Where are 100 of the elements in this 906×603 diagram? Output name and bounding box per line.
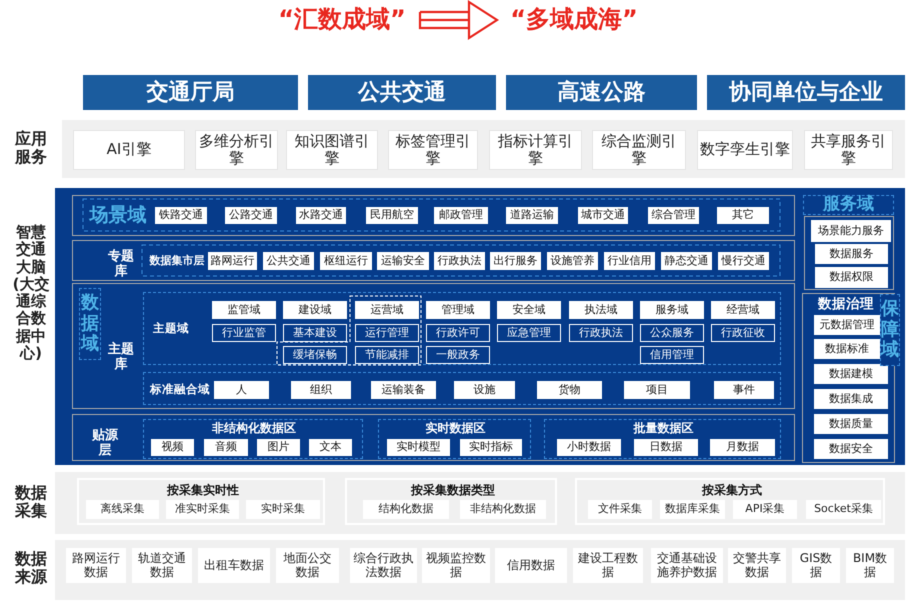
zone-panel — [72, 283, 795, 409]
engine-card: 综合监测引擎 — [592, 130, 686, 170]
domain-tag: 小时数据 — [557, 439, 621, 456]
domain-tag: 民用航空 — [366, 207, 418, 224]
domain-tag: 服务域 — [640, 301, 704, 319]
method-tag: 数据库采集 — [660, 500, 725, 519]
domain-tag: 管理域 — [426, 301, 490, 319]
section-label: 数据集市层 — [148, 252, 206, 269]
domain-tag: 监管域 — [212, 301, 276, 319]
section-label: 批量数据区 — [632, 421, 694, 437]
source-card: 视频监控数据 — [422, 548, 490, 583]
layer-label: 应用服务 — [14, 128, 48, 168]
domain-tag: 数据安全 — [814, 439, 888, 459]
domain-tag: 文本 — [309, 439, 352, 456]
domain-tag: 经营域 — [711, 301, 775, 319]
section-label: 保障域 — [880, 294, 900, 366]
layer-label: 智慧交通大脑(大交通综合数据中心) — [12, 222, 50, 364]
subject-tag: 信用管理 — [640, 346, 704, 364]
domain-tag: 其它 — [717, 207, 769, 224]
section-label: 场景域 — [88, 204, 148, 228]
category-header: 交通厅局 — [83, 75, 298, 110]
domain-tag: 运输安全 — [377, 252, 429, 270]
domain-tag: 货物 — [537, 381, 602, 399]
dashed-zone — [378, 419, 531, 459]
source-card: 地面公交数据 — [276, 548, 339, 583]
domain-tag: 音频 — [204, 439, 248, 456]
section-label: 贴源层 — [91, 428, 120, 460]
domain-tag: 视频 — [151, 439, 194, 456]
engine-card: 知识图谱引擎 — [286, 130, 378, 170]
source-card: 轨道交通数据 — [132, 548, 192, 583]
domain-tag: 数据权限 — [815, 267, 888, 288]
domain-tag: 数据集成 — [814, 389, 888, 409]
section-label: 实时数据区 — [424, 421, 486, 437]
domain-tag: 项目 — [624, 381, 690, 399]
source-card: 交通基础设施养护数据 — [651, 548, 723, 583]
subject-tag: 行业监管 — [212, 324, 276, 342]
domain-tag: 综合管理 — [648, 207, 699, 224]
subject-tag: 公众服务 — [640, 324, 704, 342]
hollow-arrow — [418, 0, 498, 40]
subject-tag: 一般政务 — [426, 346, 490, 364]
domain-tag: 元数据管理 — [814, 315, 880, 335]
method-tag: 结构化数据 — [363, 500, 449, 519]
domain-tag: 实时指标 — [460, 439, 522, 456]
domain-tag: 设施管养 — [547, 252, 598, 270]
source-card: BIM数据 — [846, 548, 894, 583]
domain-tag: 人 — [214, 381, 269, 399]
section-label: 按采集实时性 — [166, 482, 240, 500]
method-tag: 实时采集 — [246, 500, 320, 519]
source-card: 路网运行数据 — [66, 548, 126, 583]
domain-tag: 实时模型 — [387, 439, 450, 456]
dashed-zone — [143, 372, 781, 405]
domain-tag: 场景能力服务 — [811, 220, 891, 242]
domain-tag: 建设域 — [283, 301, 347, 319]
layer-label: 数据采集 — [14, 482, 48, 522]
domain-tag: 行业信用 — [604, 252, 655, 270]
method-tag: 非结构化数据 — [460, 500, 546, 519]
domain-tag: 数据建模 — [814, 364, 888, 384]
subject-tag: 应急管理 — [497, 324, 561, 342]
section-label: 数据域 — [79, 288, 101, 360]
subject-tag: 节能减排 — [355, 346, 419, 364]
source-card: 交警共享数据 — [728, 548, 786, 583]
section-label: 数据治理 — [816, 296, 875, 314]
domain-tag: 静态交通 — [661, 252, 712, 270]
dashed-zone — [143, 292, 781, 365]
domain-tag: 运营域 — [355, 301, 419, 319]
domain-tag: 城市交通 — [578, 207, 628, 224]
domain-tag: 行政执法 — [434, 252, 485, 270]
source-card: 建设工程数据 — [573, 548, 643, 583]
section-label: 标准融合域 — [148, 381, 211, 398]
zone-panel — [72, 414, 795, 461]
domain-tag: 铁路交通 — [155, 207, 207, 224]
slogan-text: “汇数成域” — [264, 0, 420, 40]
domain-tag: 图片 — [257, 439, 300, 456]
section-label: 服务域 — [803, 195, 894, 215]
subject-tag: 运行管理 — [355, 324, 419, 342]
domain-tag: 组织 — [291, 381, 351, 399]
domain-tag: 日数据 — [634, 439, 698, 456]
subject-tag: 缓堵保畅 — [283, 346, 347, 364]
engine-card: 数字孪生引擎 — [697, 130, 793, 170]
engine-card: 指标计算引擎 — [489, 130, 582, 170]
domain-tag: 设施 — [454, 381, 515, 399]
section-label: 非结构化数据区 — [211, 421, 297, 437]
method-tag: 文件采集 — [588, 500, 652, 519]
section-label: 主题域 — [152, 320, 190, 338]
domain-tag: 数据服务 — [815, 244, 888, 264]
category-header: 协同单位与企业 — [707, 75, 905, 110]
engine-card: 标签管理引擎 — [388, 130, 478, 170]
section-label: 主题库 — [107, 341, 135, 374]
subject-tag: 行政许可 — [426, 324, 490, 342]
source-card: 信用数据 — [495, 548, 567, 583]
domain-tag: 数据质量 — [814, 414, 888, 434]
method-tag: API采集 — [733, 500, 797, 519]
domain-tag: 道路运输 — [506, 207, 558, 224]
domain-tag: 出行服务 — [490, 252, 541, 270]
engine-card: AI引擎 — [73, 130, 185, 170]
section-label: 专题库 — [107, 250, 135, 280]
domain-tag: 水路交通 — [296, 207, 346, 224]
source-card: GIS数据 — [792, 548, 840, 583]
method-tag: 准实时采集 — [166, 500, 239, 519]
domain-tag: 运输装备 — [371, 381, 436, 399]
